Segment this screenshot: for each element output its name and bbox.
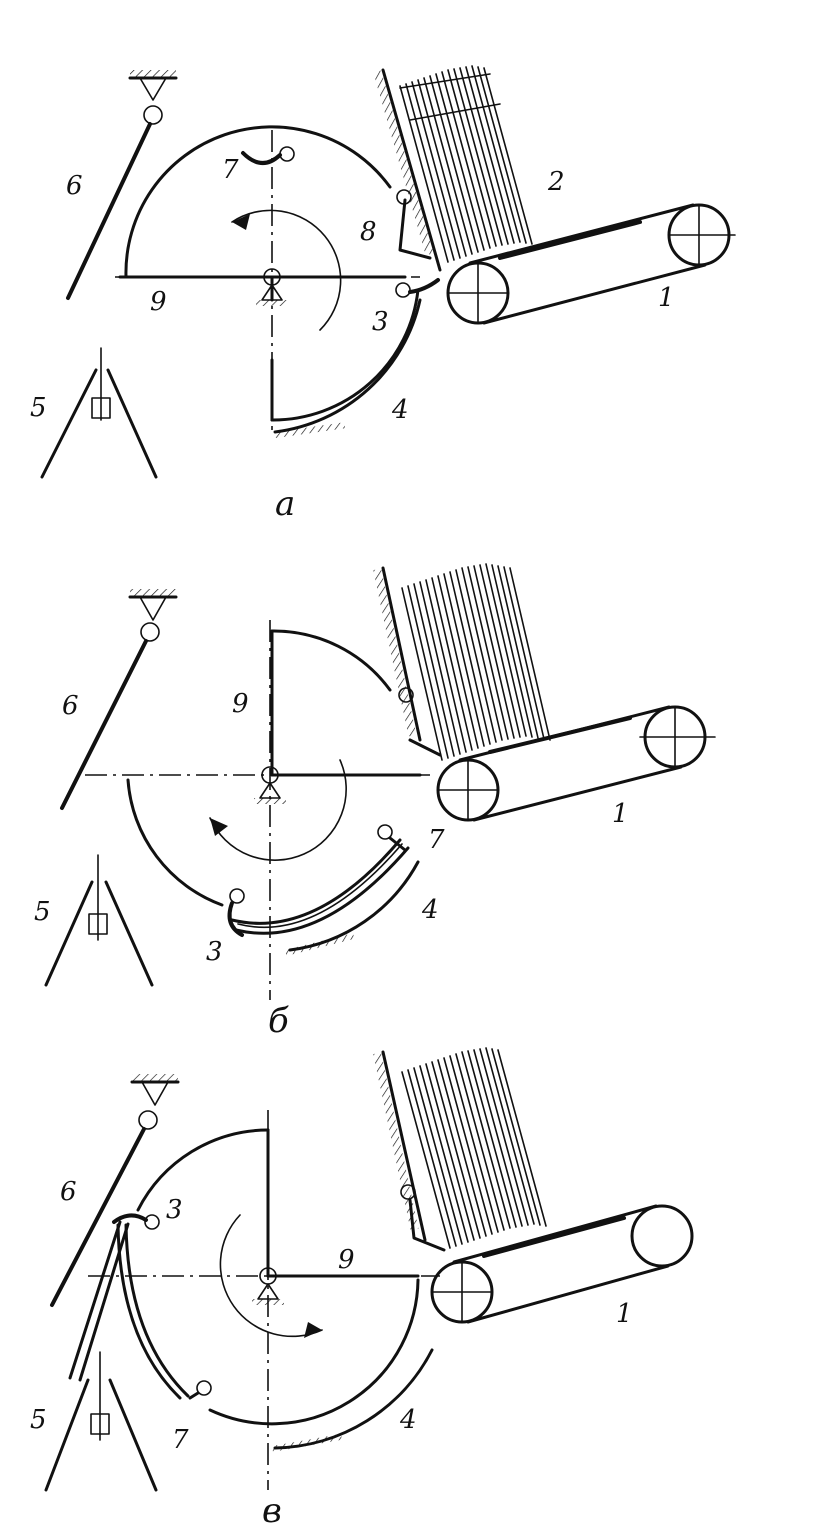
label-1: 1 <box>616 1299 633 1329</box>
magazine-2 <box>373 65 533 272</box>
pendulum-6 <box>50 1074 180 1307</box>
label-6: 6 <box>60 1177 77 1207</box>
label-4: 4 <box>391 395 409 425</box>
caption-b: б <box>268 1001 289 1041</box>
label-1: 1 <box>658 283 675 313</box>
drum-9 <box>136 1128 420 1426</box>
caption-a: a <box>275 484 295 524</box>
label-1: 1 <box>612 799 629 829</box>
label-9: 9 <box>232 689 249 719</box>
pivot <box>256 268 288 306</box>
drum-9 <box>126 629 422 907</box>
magazine <box>373 1047 547 1252</box>
panel-b: 6 9 1 7 4 3 5 б <box>34 563 716 1041</box>
label-4: 4 <box>399 1405 417 1435</box>
label-4: 4 <box>421 895 439 925</box>
pendulum-6 <box>60 589 178 810</box>
fixture-5 <box>44 1351 158 1492</box>
label-5: 5 <box>34 897 51 927</box>
conveyor-1 <box>446 203 736 325</box>
conveyor-1 <box>436 705 716 822</box>
pivot <box>254 766 286 804</box>
pendulum-6 <box>66 70 178 300</box>
label-3: 3 <box>206 937 223 967</box>
label-8: 8 <box>360 217 377 247</box>
conveyor-1 <box>430 1204 694 1324</box>
label-6: 6 <box>66 171 83 201</box>
label-3: 3 <box>166 1195 183 1225</box>
label-5: 5 <box>30 393 47 423</box>
label-3: 3 <box>372 307 389 337</box>
panel-v: 6 3 9 1 4 7 5 в <box>30 1047 694 1531</box>
caption-v: в <box>262 1491 282 1531</box>
panel-a: 6 7 8 9 3 2 1 4 5 a <box>30 65 736 524</box>
fixture-5 <box>44 854 154 987</box>
label-9: 9 <box>150 287 167 317</box>
pivot <box>252 1267 284 1305</box>
label-7: 7 <box>172 1425 189 1455</box>
label-2: 2 <box>547 167 565 197</box>
label-7: 7 <box>428 825 445 855</box>
drum-9 <box>118 125 420 422</box>
label-6: 6 <box>62 691 79 721</box>
label-5: 5 <box>30 1405 47 1435</box>
fixture-5 <box>40 347 158 479</box>
label-7: 7 <box>222 155 239 185</box>
magazine <box>373 563 551 761</box>
label-9: 9 <box>338 1245 355 1275</box>
